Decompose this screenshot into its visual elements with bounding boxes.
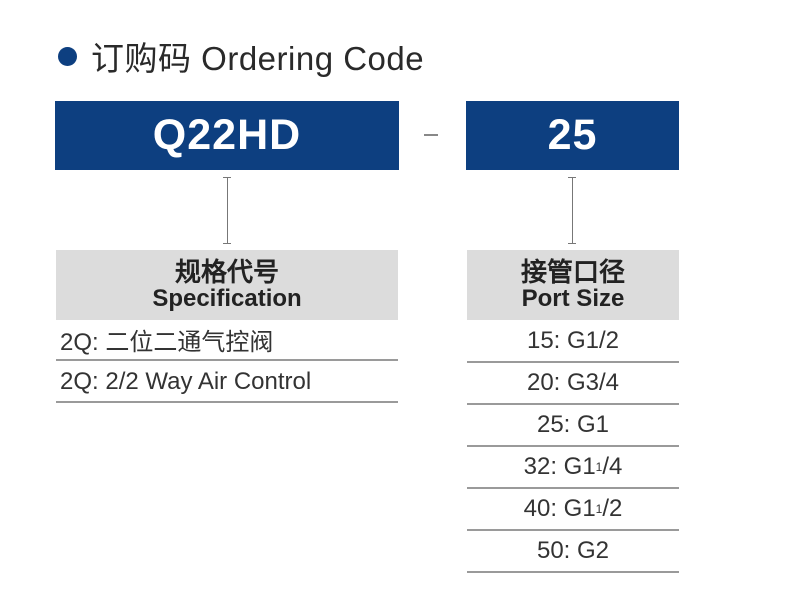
specification-row: 2Q: 2/2 Way Air Control (56, 362, 398, 403)
port-code-box: 25 (466, 101, 679, 170)
connector-line-right (572, 177, 573, 244)
section-title: 订购码 Ordering Code (58, 36, 424, 77)
fraction-numerator: 1 (595, 459, 603, 474)
specification-header-en: Specification (152, 285, 302, 313)
title-text: 订购码 Ordering Code (91, 40, 425, 77)
port-size-value: 20: G3/4 (526, 368, 620, 396)
port-size-row: 25: G1 (467, 404, 679, 447)
specification-header-zh: 规格代号 (174, 256, 279, 287)
port-size-value: 25: G1 (536, 410, 610, 438)
port-size-row: 20: G3/4 (467, 362, 679, 405)
specification-row: 2Q: 二位二通气控阀 (56, 320, 398, 361)
port-size-row: 50: G2 (467, 530, 679, 573)
port-size-value: 15: G1/2 (526, 326, 620, 354)
connector-line-left (227, 177, 228, 244)
port-size-value: 32: G1 (523, 452, 596, 480)
port-size-header-en: Port Size (521, 285, 625, 313)
model-code-box: Q22HD (55, 101, 399, 170)
bullet-icon (58, 46, 77, 66)
port-size-header: 接管口径 Port Size (467, 250, 679, 320)
specification-header: 规格代号 Specification (56, 250, 398, 320)
connector-cap-bottom-right (568, 243, 576, 244)
port-size-value: 40: G1 (523, 494, 596, 522)
connector-cap-bottom-left (223, 243, 231, 244)
port-size-row: 15: G1/2 (467, 320, 679, 363)
fraction-denominator: /4 (602, 452, 623, 480)
fraction-denominator: /2 (602, 494, 623, 522)
port-size-header-zh: 接管口径 (520, 256, 625, 287)
fraction-numerator: 1 (595, 501, 603, 516)
code-separator (424, 134, 438, 136)
port-size-value: 50: G2 (536, 536, 610, 564)
